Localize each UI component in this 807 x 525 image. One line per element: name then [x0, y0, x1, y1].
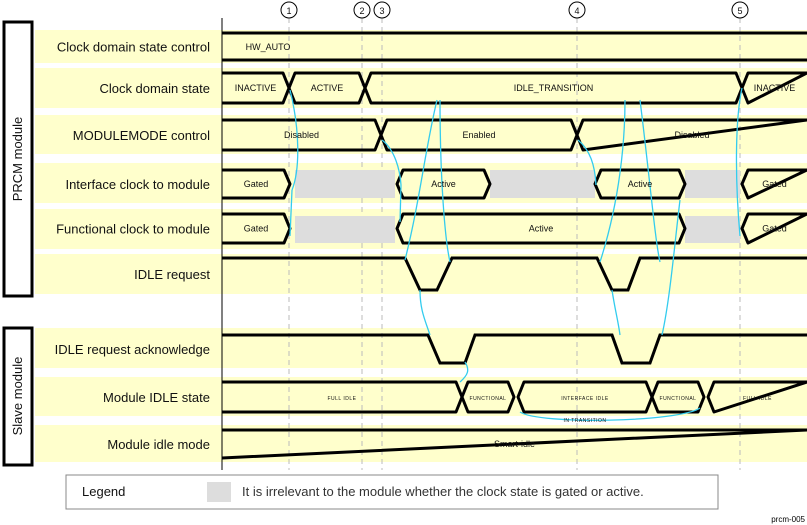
cause-arrow	[439, 99, 451, 263]
cause-arrow	[639, 99, 661, 263]
bus-segment	[740, 168, 807, 200]
state-label: FUNCTIONAL	[470, 396, 507, 402]
marker-circle	[373, 1, 391, 19]
bus-segment	[221, 428, 807, 460]
cause-arrow	[459, 361, 469, 383]
cause-arrow	[599, 99, 626, 263]
cause-arrow	[661, 199, 681, 336]
legend-swatch	[207, 482, 231, 502]
state-label: Disabled	[674, 130, 709, 140]
row-band	[35, 68, 807, 108]
irrelevant-region	[295, 216, 395, 243]
bus-segment	[222, 31, 807, 62]
bus-segment	[395, 168, 492, 200]
bus-segment	[287, 71, 367, 105]
state-label: FUNCTIONAL	[660, 396, 697, 402]
bus-segment	[222, 168, 292, 200]
idle-request-signal	[222, 256, 807, 292]
irrelevant-region	[685, 216, 740, 243]
cause-arrow	[577, 139, 597, 186]
cause-arrow	[289, 189, 293, 237]
bus-segment	[379, 118, 579, 152]
state-label: Gated	[244, 224, 269, 234]
state-label: INACTIVE	[235, 83, 277, 93]
marker-number: 1	[286, 6, 291, 16]
marker-number: 3	[379, 6, 384, 16]
state-label: Disabled	[284, 130, 319, 140]
cause-arrow	[611, 289, 621, 336]
row-band	[35, 30, 807, 63]
irrelevant-region	[490, 170, 595, 198]
bus-segment	[516, 380, 654, 414]
state-label: Active	[529, 224, 554, 234]
state-label: FULL IDLE	[743, 396, 772, 402]
marker-circle	[280, 1, 298, 19]
transition-note: IN TRANSITION	[563, 418, 606, 424]
row-label: Clock domain state	[99, 81, 210, 96]
cause-arrow	[519, 407, 701, 421]
marker-circle	[568, 1, 586, 19]
state-label: FULL IDLE	[327, 396, 356, 402]
bus-segment	[395, 212, 687, 245]
slave-group-label: Slave module	[10, 357, 25, 436]
state-label: IDLE_TRANSITION	[514, 83, 594, 93]
row-label: Interface clock to module	[65, 177, 210, 192]
marker-circle	[731, 1, 749, 19]
state-label: INTERFACE IDLE	[561, 396, 609, 402]
state-label: HW_AUTO	[246, 42, 291, 52]
cause-arrow	[399, 184, 402, 223]
legend-box	[65, 474, 719, 510]
prcm-group-box	[2, 20, 34, 298]
row-label: Clock domain state control	[57, 40, 210, 55]
row-label: Functional clock to module	[56, 222, 210, 237]
bus-segment	[740, 212, 807, 245]
bus-segment	[460, 380, 516, 414]
state-label: Enabled	[462, 130, 495, 140]
irrelevant-region	[685, 170, 740, 198]
state-label: Active	[628, 179, 653, 189]
row-label: Module idle mode	[107, 437, 210, 452]
state-label: Smart-idle	[494, 439, 535, 449]
cause-arrow	[381, 139, 402, 186]
state-label: Gated	[762, 179, 787, 189]
marker-circle	[353, 1, 371, 19]
bus-segment	[575, 118, 807, 152]
marker-number: 2	[359, 6, 364, 16]
row-label: MODULEMODE control	[73, 128, 210, 143]
state-label: INACTIVE	[754, 83, 796, 93]
state-label: Gated	[762, 224, 787, 234]
state-label: Active	[431, 179, 456, 189]
bus-segment	[650, 380, 706, 414]
prcm-group-label: PRCM module	[10, 117, 25, 202]
row-band	[35, 254, 807, 294]
row-label: IDLE request acknowledge	[55, 342, 210, 357]
cause-arrow	[289, 89, 299, 191]
marker-number: 5	[737, 6, 742, 16]
slave-group-box	[2, 326, 34, 467]
cause-arrow	[404, 99, 438, 261]
row-label: Module IDLE state	[103, 390, 210, 405]
cause-arrow	[735, 87, 743, 237]
state-label: ACTIVE	[311, 83, 344, 93]
legend-title: Legend	[82, 484, 125, 499]
state-label: Gated	[244, 179, 269, 189]
row-label: IDLE request	[134, 267, 210, 282]
cause-arrow	[419, 289, 431, 336]
bus-segment	[363, 71, 744, 105]
figure-id: prcm-005	[771, 515, 805, 524]
bus-segment	[740, 71, 807, 105]
irrelevant-region	[295, 170, 395, 198]
legend-text: It is irrelevant to the module whether t…	[242, 484, 644, 499]
idle-ack-signal	[222, 333, 807, 365]
bus-segment	[706, 380, 807, 414]
bus-segment	[593, 168, 687, 200]
marker-number: 4	[574, 6, 579, 16]
